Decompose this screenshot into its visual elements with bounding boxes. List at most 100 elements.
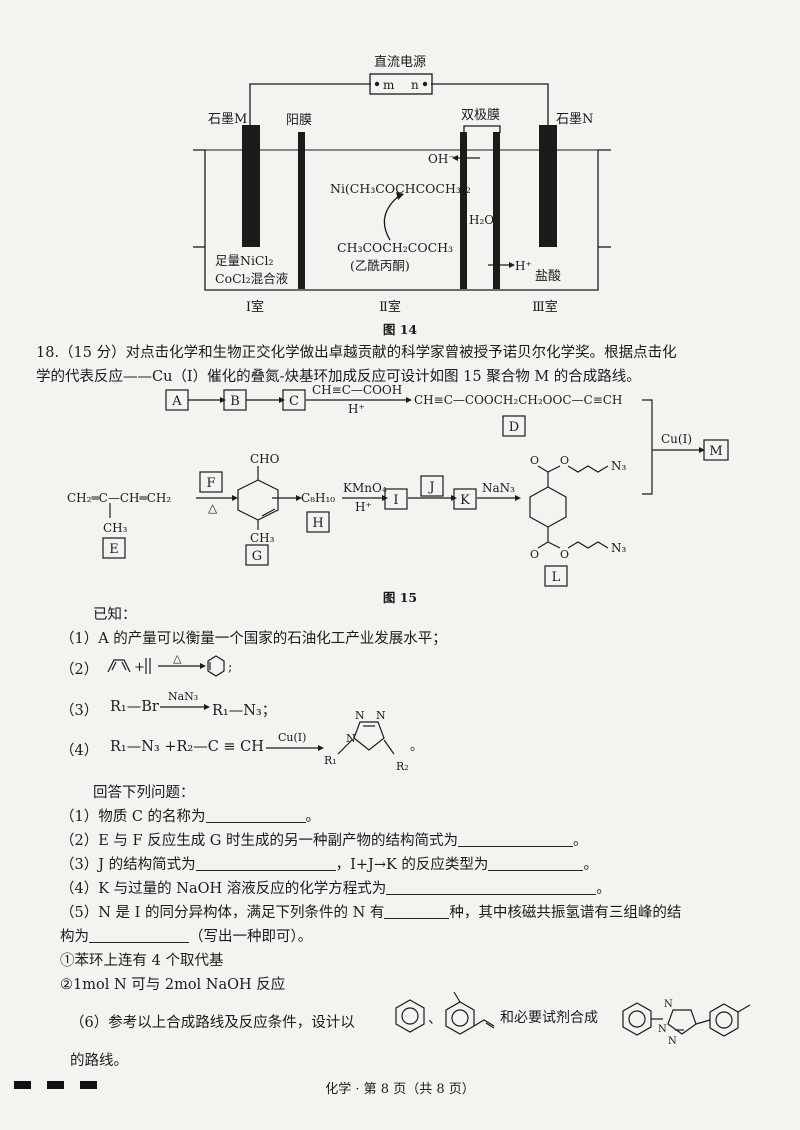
svg-text:O: O	[530, 548, 539, 561]
g-methyl-group: CH₃	[250, 531, 275, 545]
box-H	[306, 511, 330, 533]
target-phenyl	[622, 1002, 652, 1036]
known-item-1: （1）A 的产量可以衡量一个国家的石油化工产业发展水平；	[60, 631, 447, 647]
target-n1: N	[664, 999, 673, 1010]
svg-text:O: O	[530, 454, 539, 467]
acetylacetone-formula: CH₃COCH₂COCH₃	[337, 240, 453, 255]
acetylacetone-name: (乙酰丙酮)	[350, 258, 410, 273]
box-F	[199, 471, 223, 493]
question-2: （2）E 与 F 反应生成 G 时生成的另一种副产物的结构简式为。	[60, 832, 588, 849]
answer-blank-1[interactable]	[205, 808, 306, 823]
box-D	[502, 415, 526, 437]
triazole-n1: N	[355, 709, 365, 722]
reagent-propiolic-acid: CH≡C—COOH	[312, 383, 402, 397]
left-solution-line1: 足量NiCl₂	[215, 253, 274, 268]
reagent-h-plus: H⁺	[348, 402, 365, 416]
l-ring	[529, 486, 567, 528]
k4-reagent: Cu(I)	[278, 731, 306, 744]
known-item-2-diels-alder: + △ ;	[107, 652, 232, 677]
bipolar-membrane-bracket	[463, 125, 501, 133]
question-1: （1）物质 C 的名称为。	[60, 808, 321, 825]
label-G: G	[252, 549, 262, 564]
condition-2: ②1mol N 可与 2mol NaOH 反应	[60, 977, 286, 993]
answer-blank-5a[interactable]	[384, 904, 450, 919]
q6-separator: 、	[428, 1011, 442, 1027]
k4-left: R₁—N₃ +R₂—C ≡ CH	[110, 739, 264, 755]
terminal-n-dot	[422, 81, 428, 87]
e-formula: CH₂═C—CH═CH₂	[67, 491, 171, 505]
k3-right: R₁—N₃；	[212, 703, 277, 719]
terminal-m-label: m	[383, 78, 395, 92]
label-F: F	[206, 476, 215, 491]
known-item-4-label: （4）	[60, 743, 99, 759]
target-tolyl	[709, 1003, 739, 1037]
label-K: K	[460, 493, 470, 508]
graphite-electrode-m	[242, 125, 260, 247]
k2-plus: +	[134, 660, 145, 675]
triazole-n3: N	[346, 732, 356, 745]
label-M: M	[709, 444, 722, 459]
terminal-n-label: n	[411, 78, 419, 92]
label-I: I	[393, 493, 398, 508]
bipolar-membrane-right	[493, 132, 500, 289]
answer-blank-5b[interactable]	[89, 928, 189, 943]
figure-15-caption: 图 15	[383, 590, 417, 605]
label-A: A	[171, 394, 182, 409]
answer-blank-3b[interactable]	[488, 856, 584, 871]
room-1-label: Ⅰ室	[246, 299, 264, 315]
known-item-2-label: （2）	[60, 662, 99, 678]
bipolar-membrane-label: 双极膜	[461, 108, 500, 123]
svg-text:O: O	[560, 454, 569, 467]
question-6-text-c: 的路线。	[70, 1053, 128, 1069]
wire-to-n	[431, 83, 549, 125]
d-formula: CH≡C—COOCH₂CH₂OOC—C≡CH	[414, 393, 622, 407]
question-18-intro-line2: 学的代表反应——Cu（I）催化的叠氮-炔基环加成反应可设计如图 15 聚合物 M…	[36, 369, 641, 385]
nan3-reagent: NaN₃	[482, 481, 515, 495]
footer-marker-3	[80, 1081, 97, 1089]
cation-membrane	[298, 132, 305, 289]
graphite-electrode-n	[539, 125, 557, 247]
cell-container	[193, 149, 611, 291]
k3-arrow: NaN₃	[160, 690, 210, 710]
e-methyl: CH₃	[103, 521, 128, 535]
l-azide-bottom: N₃	[611, 541, 627, 555]
answer-blank-2[interactable]	[458, 832, 573, 847]
methylstyrene-structure	[445, 1001, 475, 1035]
label-C: C	[289, 394, 299, 409]
figure-14-electrolysis-cell: 直流电源 m n 石墨M 石墨N 阳膜 双极膜 OH⁻ H⁺ H₂O Ni(CH…	[193, 55, 611, 337]
triazole-r2: R₂	[396, 760, 409, 773]
question-6-structures: 、 和必要试剂合成 N N N	[395, 991, 751, 1047]
triazole-n2: N	[376, 709, 386, 722]
answer-blank-4[interactable]	[386, 880, 597, 895]
known-header: 已知：	[93, 607, 137, 623]
h-ion-label: H⁺	[515, 259, 532, 273]
k4-end: 。	[410, 739, 423, 754]
label-E: E	[109, 542, 119, 557]
electrode-m-label: 石墨M	[208, 112, 247, 127]
cation-membrane-label: 阳膜	[286, 113, 312, 128]
box-G	[245, 544, 269, 566]
g-cho-group: CHO	[250, 452, 280, 466]
heat-symbol: △	[208, 501, 218, 515]
known-item-3-label: （3）	[60, 703, 99, 719]
water-label: H₂O	[469, 213, 494, 227]
figure-15-synthesis-route: A B C D M F E G H I J K L CH≡C—COOH H⁺ C…	[67, 383, 729, 605]
g-ring	[237, 479, 279, 521]
target-triazole	[667, 1009, 697, 1035]
questions-header: 回答下列问题：	[93, 785, 195, 801]
footer-marker-2	[47, 1081, 64, 1089]
k3-reagent: NaN₃	[168, 690, 198, 703]
room-2-label: Ⅱ室	[379, 299, 401, 315]
right-solution-label: 盐酸	[535, 269, 561, 284]
page-footer: 化学 · 第 8 页（共 8 页）	[325, 1082, 475, 1097]
condition-1: ①苯环上连有 4 个取代基	[60, 953, 224, 969]
target-n2: N	[658, 1024, 667, 1035]
box-L	[544, 565, 568, 587]
room-3-label: Ⅲ室	[532, 299, 558, 315]
kmno4-reagent: KMnO₄	[343, 481, 387, 495]
question-5: （5）N 是 I 的同分异构体，满足下列条件的 N 有种，其中核磁共振氢谱有三组…	[60, 904, 682, 921]
answer-blank-3a[interactable]	[195, 856, 336, 871]
question-5-cont: 构为（写出一种即可）。	[60, 928, 313, 945]
k2-end: ;	[228, 660, 232, 675]
power-supply-label: 直流电源	[374, 55, 426, 70]
